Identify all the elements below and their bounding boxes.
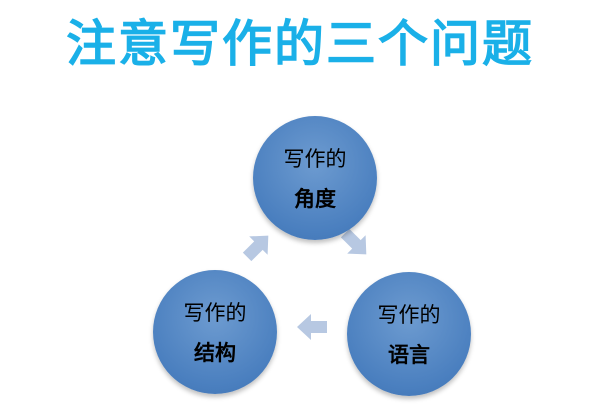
arrow-right-up-icon [242,235,269,262]
node-structure-prefix: 写作的 [183,301,247,325]
node-angle: 写作的 角度 [253,116,377,240]
node-language-prefix: 写作的 [377,303,441,327]
node-angle-prefix: 写作的 [283,147,347,171]
arrow-left-icon [297,314,327,340]
node-structure: 写作的 结构 [153,270,277,394]
node-language-topic: 语言 [388,343,430,367]
node-angle-topic: 角度 [294,187,336,211]
diagram-title: 注意写作的三个问题 [66,15,534,73]
node-structure-topic: 结构 [194,341,236,365]
node-language: 写作的 语言 [347,272,471,396]
arrow-right-down-icon [340,228,367,255]
